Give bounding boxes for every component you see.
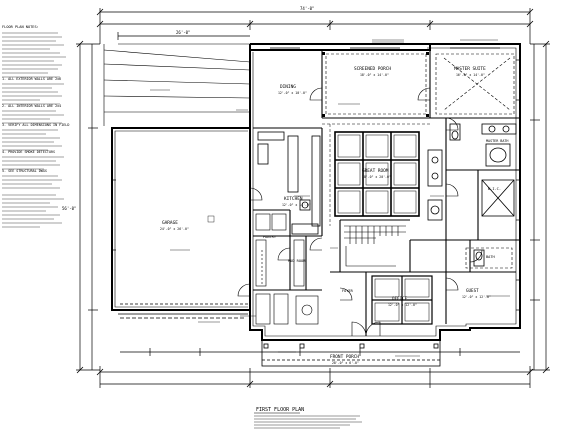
room-name-kitchen: KITCHEN bbox=[284, 196, 303, 202]
coffered-ceiling-inner bbox=[322, 123, 430, 226]
annotations bbox=[150, 39, 510, 357]
notes-block bbox=[2, 32, 66, 228]
coffered-ceiling bbox=[334, 131, 420, 217]
note-line: 1. ALL EXTERIOR WALLS ARE 2x6 bbox=[2, 77, 61, 81]
room-dims-great-room: 18'-0" x 20'-0" bbox=[362, 175, 391, 179]
drawing-title: FIRST FLOOR PLAN bbox=[256, 407, 304, 413]
room-name-great-room: GREAT ROOM bbox=[362, 168, 389, 174]
door-swings bbox=[237, 87, 483, 337]
room-name-garage: GARAGE bbox=[162, 220, 178, 226]
note-line: 3. VERIFY ALL DIMENSIONS IN FIELD bbox=[2, 123, 69, 127]
room-dims-guest: 12'-0" x 12'-0" bbox=[462, 295, 491, 299]
note-line: 2. ALL INTERIOR WALLS ARE 2x4 bbox=[2, 104, 61, 108]
room-dims-front-porch: 28'-0" x 6'-0" bbox=[332, 361, 359, 365]
room-labels: GARAGE 24'-0" x 26'-0" DINING 12'-0" x 1… bbox=[160, 66, 508, 365]
room-name-master-suite: MASTER SUITE bbox=[454, 66, 486, 72]
room-name-office: OFFICE bbox=[392, 296, 408, 301]
interior-walls bbox=[253, 44, 520, 336]
room-name-front-porch: FRONT PORCH bbox=[330, 354, 359, 360]
notes-text: FLOOR PLAN NOTES: 1. ALL EXTERIOR WALLS … bbox=[2, 25, 69, 173]
garage-width-label: 26'-0" bbox=[176, 30, 190, 35]
dimension-labels: 74'-0" 56'-0" 26'-0" bbox=[62, 6, 314, 211]
kitchen-fixtures bbox=[257, 131, 321, 235]
room-name-foyer: FOYER bbox=[342, 289, 354, 293]
dimension-ticks bbox=[76, 8, 550, 388]
room-dims-dining: 12'-0" x 10'-0" bbox=[278, 91, 307, 95]
room-name-pantry: PANTRY bbox=[263, 235, 277, 239]
note-line: 4. PROVIDE SMOKE DETECTORS bbox=[2, 150, 55, 154]
front-porch bbox=[261, 339, 441, 367]
room-name-guest: GUEST bbox=[466, 288, 479, 293]
room-dims-kitchen: 12'-0" x 14'-0" bbox=[282, 203, 311, 207]
room-name-master-bath: MASTER BATH bbox=[486, 139, 508, 143]
room-dims-office: 12'-0" x 12'-0" bbox=[388, 303, 417, 307]
office-ceiling-inner bbox=[374, 278, 430, 322]
wall-double-lines bbox=[114, 47, 517, 337]
bath-fixtures bbox=[427, 123, 517, 267]
note-line: 5. SEE STRUCTURAL DWGS bbox=[2, 169, 47, 173]
mud-room-fixtures bbox=[255, 213, 319, 325]
overall-depth-label: 56'-0" bbox=[62, 206, 76, 211]
title-block: FIRST FLOOR PLAN bbox=[254, 407, 362, 429]
dimension-lines bbox=[76, 8, 550, 388]
exterior-walls bbox=[111, 43, 521, 341]
ceiling-dashed-outlines bbox=[325, 53, 515, 269]
room-name-wic: W.I.C. bbox=[488, 187, 501, 191]
room-name-mud-room: MUD ROOM bbox=[288, 259, 306, 263]
note-line: FLOOR PLAN NOTES: bbox=[2, 25, 39, 29]
stairs bbox=[344, 225, 406, 267]
columns bbox=[322, 52, 429, 117]
windows bbox=[112, 43, 520, 311]
room-name-screened-porch: SCREENED PORCH bbox=[354, 66, 391, 72]
room-dims-garage: 24'-0" x 26'-0" bbox=[160, 227, 189, 231]
room-dims-screened-porch: 18'-0" x 14'-0" bbox=[360, 73, 389, 77]
garage-door bbox=[118, 303, 250, 319]
room-name-bath: BATH bbox=[486, 255, 495, 259]
roof-lines bbox=[103, 43, 251, 126]
overall-width-label: 74'-0" bbox=[300, 6, 314, 11]
room-dims-master-suite: 16'-0" x 14'-0" bbox=[456, 73, 485, 77]
room-name-dining: DINING bbox=[280, 84, 296, 90]
office-ceiling bbox=[371, 275, 433, 325]
